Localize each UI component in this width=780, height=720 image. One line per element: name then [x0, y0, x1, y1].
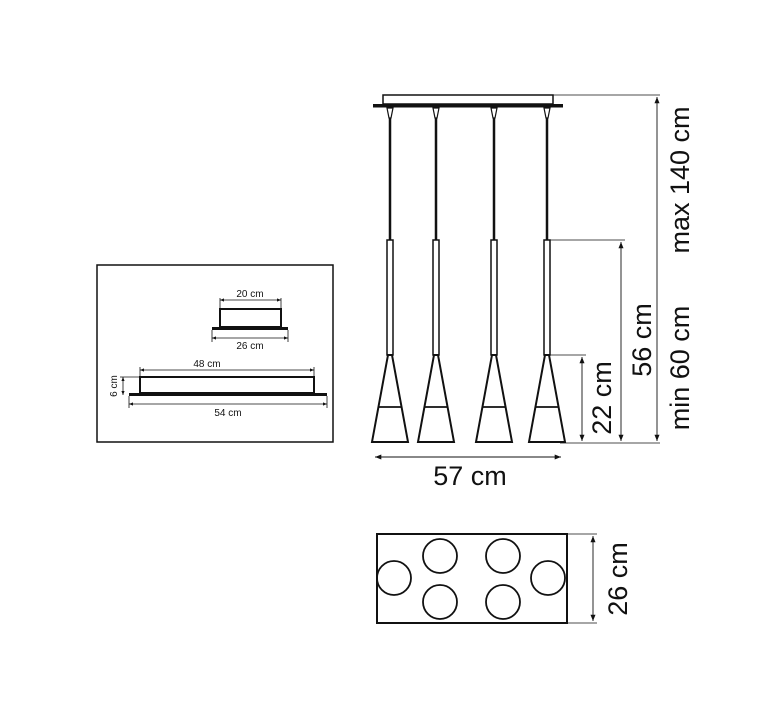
large-canopy: 48 cm 54 cm 6 cm — [109, 359, 328, 419]
max-height-label: max 140 cm — [665, 106, 695, 253]
pendant-tube — [432, 239, 440, 356]
pendant-shade — [416, 354, 456, 443]
lamp-position-circle — [485, 538, 521, 574]
pendant-lamp — [474, 107, 514, 443]
canopy-plate — [373, 104, 563, 108]
pendant-front-view: max 140 cm min 60 cm 56 cm 22 cm 57 cm — [370, 94, 695, 491]
large-height-label: 6 cm — [109, 375, 120, 397]
small-base-width-label: 26 cm — [236, 341, 263, 352]
pendant-lamp — [527, 107, 567, 443]
top-view-plate — [376, 533, 568, 624]
pendant-tube — [386, 239, 394, 356]
pendant-lamp — [370, 107, 410, 443]
lamp-position-circle — [485, 584, 521, 620]
lamp-position-circle — [530, 560, 566, 596]
pendant-lamp — [416, 107, 456, 443]
pendant-tube — [490, 239, 498, 356]
total-width-label: 57 cm — [433, 461, 507, 491]
pendant-shade — [370, 354, 410, 443]
depth-label: 26 cm — [603, 542, 633, 616]
min-height-label: min 60 cm — [665, 306, 695, 431]
top-view: 26 cm — [376, 533, 633, 624]
small-canopy: 20 cm 26 cm — [211, 289, 289, 352]
inset-frame — [96, 264, 334, 443]
lamp-position-circle — [376, 560, 412, 596]
shade-height-label: 56 cm — [627, 303, 657, 377]
lamp-position-circle — [422, 584, 458, 620]
lamp-height-label: 22 cm — [587, 361, 617, 435]
large-top-width-label: 48 cm — [193, 359, 220, 370]
large-base-width-label: 54 cm — [214, 408, 241, 419]
small-top-width-label: 20 cm — [236, 289, 263, 300]
pendant-shade — [474, 354, 514, 443]
canopy — [382, 94, 554, 105]
canopy-detail-inset: 20 cm 26 cm 48 cm 54 cm 6 cm — [96, 264, 334, 443]
pendant-shade — [527, 354, 567, 443]
pendant-tube — [543, 239, 551, 356]
lamp-position-circle — [422, 538, 458, 574]
